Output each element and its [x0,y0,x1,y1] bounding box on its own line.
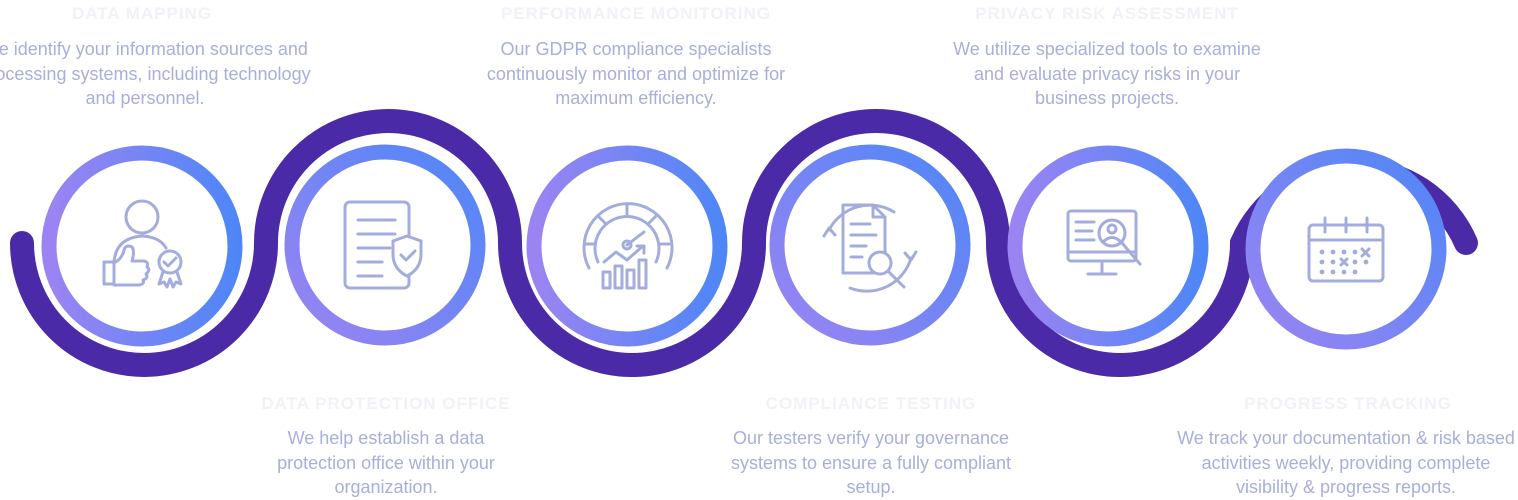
step-2-title: DATA PROTECTION OFFICE [261,394,511,413]
step-ring-2 [284,144,486,346]
gauge-chart-icon [582,202,674,290]
step-6-description: We track your documentation & risk based… [1177,428,1515,497]
step-6-title: PROGRESS TRACKING [1244,394,1452,413]
step-2-description: We help establish a data protection offi… [277,428,495,497]
step-3-title: PERFORMANCE MONITORING [500,4,772,23]
step-1-title: DATA MAPPING [71,4,213,23]
step-ring-6 [1245,148,1447,350]
monitor-user-search-icon [1066,209,1142,276]
step-5-title: PRIVACY RISK ASSESSMENT [975,4,1239,23]
step-ring-1 [41,145,243,347]
step-5-description: We utilize specialized tools to examine … [953,39,1261,108]
process-wave [10,109,1478,377]
step-3-description: Our GDPR compliance specialists continuo… [486,39,786,108]
calendar-icon [1307,216,1385,283]
step-1-description: We identify your information sources and… [0,39,311,108]
document-shield-icon [343,200,423,290]
user-thumbs-up-badge-icon [102,199,183,289]
step-4-description: Our testers verify your governance syste… [730,428,1012,497]
step-ring-4 [769,144,971,346]
document-search-cycle-icon [822,203,918,293]
step-4-title: COMPLIANCE TESTING [765,394,977,413]
